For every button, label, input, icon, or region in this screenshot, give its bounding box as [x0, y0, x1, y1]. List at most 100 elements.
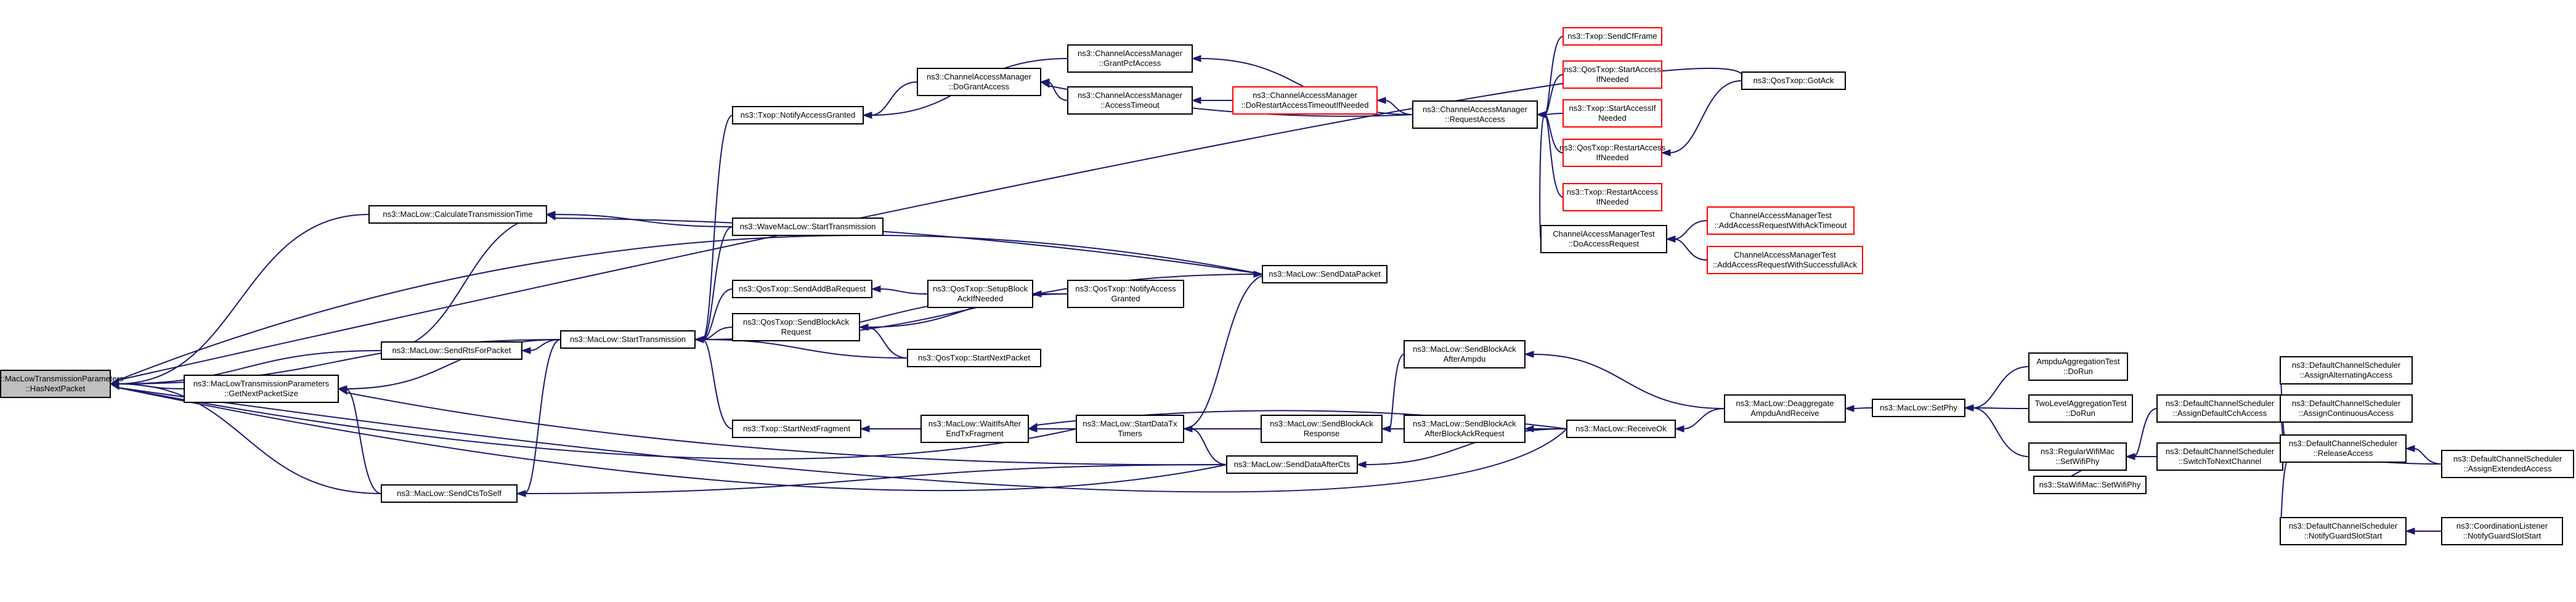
node-sendCtsToSelf[interactable]: ns3::MacLow::SendCtsToSelf	[381, 484, 518, 503]
node-qosGotAck[interactable]: ns3::QosTxop::GotAck	[1741, 71, 1846, 90]
node-label: Response	[1304, 429, 1340, 438]
node-label: ns3::QosTxop::NotifyAccess	[1075, 284, 1176, 293]
node-label: Needed	[1598, 113, 1627, 123]
node-box	[917, 68, 1041, 96]
node-ampduTest[interactable]: AmpduAggregationTest::DoRun	[2028, 352, 2128, 381]
node-label: ::GrantPcfAccess	[1099, 59, 1161, 68]
edge-deaggregate-to-sendBlockAckAfterAmpdu	[1532, 354, 1725, 409]
node-label: ::AddAccessRequestWithAckTimeout	[1715, 221, 1847, 230]
node-label: ns3::MacLow::SendBlockAck	[1413, 419, 1516, 428]
edge-camRequest-to-camDoRestart	[1384, 100, 1413, 115]
node-label: ns3::QosTxop::SendBlockAck	[743, 317, 849, 327]
node-label: ns3::Txop::NotifyAccessGranted	[741, 110, 855, 120]
edge-sendBlockAckAfterAmpdu-to-sendBlockAckResponse	[1389, 354, 1405, 429]
edge-sendDataAfterCts-to-getNextPacketSize	[345, 392, 1227, 466]
node-camTestDoRequest[interactable]: ChannelAccessManagerTest::DoAccessReques…	[1540, 225, 1667, 253]
edge-sendDataPacket-to-root	[117, 234, 1263, 381]
edge-startDataTxTimers-to-sendDataPacket	[1183, 274, 1270, 429]
node-label: IfNeeded	[1596, 153, 1629, 162]
node-label: ns3::ChannelAccessManager	[1253, 91, 1357, 100]
node-camGrantPcf[interactable]: ns3::ChannelAccessManager::GrantPcfAcces…	[1067, 44, 1193, 73]
node-label: ::GetNextPacketSize	[224, 389, 298, 398]
node-dcsRelease[interactable]: ns3::DefaultChannelScheduler::ReleaseAcc…	[2280, 434, 2407, 463]
edge-arrowhead	[1356, 461, 1367, 468]
node-setPhy[interactable]: ns3::MacLow::SetPhy	[1872, 399, 1965, 417]
node-camTestSuccessfulAck[interactable]: ChannelAccessManagerTest::AddAccessReque…	[1707, 246, 1863, 274]
node-waveStartTx[interactable]: ns3::WaveMacLow::StartTransmission	[732, 218, 884, 236]
edge-calcTxTime-to-root	[117, 214, 370, 384]
edge-arrowhead	[1964, 404, 1974, 412]
node-txopNotify[interactable]: ns3::Txop::NotifyAccessGranted	[732, 106, 864, 124]
node-camRequest[interactable]: ns3::ChannelAccessManager::RequestAccess	[1412, 100, 1538, 129]
node-label: ::DoRestartAccessTimeoutIfNeeded	[1241, 100, 1369, 110]
node-label: ns3::QosTxop::SetupBlock	[933, 284, 1028, 293]
node-camDoGrant[interactable]: ns3::ChannelAccessManager::DoGrantAccess	[917, 68, 1041, 96]
node-txopSendCfFrame[interactable]: ns3::Txop::SendCfFrame	[1562, 27, 1662, 46]
node-box	[1262, 265, 1388, 283]
node-dcsAssignAlternating[interactable]: ns3::DefaultChannelScheduler::AssignAlte…	[2280, 356, 2413, 384]
node-label: ns3::CoordinationListener	[2456, 521, 2548, 531]
node-dcsAssignExtended[interactable]: ns3::DefaultChannelScheduler::AssignExte…	[2441, 450, 2574, 478]
node-sendBlockAckAfterReq[interactable]: ns3::MacLow::SendBlockAckAfterBlockAckRe…	[1404, 415, 1526, 443]
node-getNextPacketSize[interactable]: ns3::MacLowTransmissionParameters::GetNe…	[184, 375, 339, 403]
node-camDoRestart[interactable]: ns3::ChannelAccessManager::DoRestartAcce…	[1232, 86, 1378, 115]
node-qosSendAddBa[interactable]: ns3::QosTxop::SendAddBaRequest	[732, 280, 872, 298]
node-box	[560, 330, 696, 349]
edge-arrowhead	[1253, 270, 1264, 278]
node-label: ns3::MacLow::SendDataPacket	[1269, 269, 1381, 279]
node-box	[2028, 394, 2133, 423]
edge-qosStartNextPacket-to-qosSendBlockAckReq	[866, 327, 908, 359]
node-calcTxTime[interactable]: ns3::MacLow::CalculateTransmissionTime	[368, 205, 547, 224]
edge-txopRestartAccess-to-camRequest	[1544, 114, 1564, 198]
edge-arrowhead	[1524, 425, 1534, 433]
node-dcsNotifyGuard[interactable]: ns3::DefaultChannelScheduler::NotifyGuar…	[2280, 517, 2407, 545]
edge-arrowhead	[521, 347, 531, 354]
node-box	[2441, 517, 2563, 545]
node-label: ns3::QosTxop::StartAccess	[1564, 65, 1661, 74]
node-twoLevelTest[interactable]: TwoLevelAggregationTest::DoRun	[2028, 394, 2133, 423]
edge-dcsAssignDefault-to-regularSetWifiPhy	[2133, 408, 2158, 457]
node-box	[732, 218, 884, 236]
node-sendDataAfterCts[interactable]: ns3::MacLow::SendDataAfterCts	[1226, 455, 1358, 474]
node-startTransmission[interactable]: ns3::MacLow::StartTransmission	[560, 330, 696, 349]
node-coordNotifyGuard[interactable]: ns3::CoordinationListener::NotifyGuardSl…	[2441, 517, 2563, 545]
node-qosNotify[interactable]: ns3::QosTxop::NotifyAccessGranted	[1067, 280, 1184, 308]
node-regularSetWifiPhy[interactable]: ns3::RegularWifiMac::SetWifiPhy	[2028, 442, 2127, 471]
node-box	[184, 375, 339, 403]
node-dcsAssignContinuous[interactable]: ns3::DefaultChannelScheduler::AssignCont…	[2280, 394, 2413, 423]
node-dcsSwitch[interactable]: ns3::DefaultChannelScheduler::SwitchToNe…	[2156, 442, 2283, 471]
node-label: ns3::MacLowTransmissionParameters	[0, 374, 124, 383]
node-sendRtsForPacket[interactable]: ns3::MacLow::SendRtsForPacket	[381, 341, 522, 360]
node-box	[2280, 517, 2407, 545]
node-root[interactable]: ns3::MacLowTransmissionParameters::HasNe…	[0, 370, 124, 398]
node-label: ::DoGrantAccess	[949, 82, 1010, 91]
edge-sendDataAfterCts-to-sendCtsToSelf	[524, 464, 1227, 494]
edge-ampduTest-to-setPhy	[1972, 366, 2030, 409]
node-box	[732, 106, 864, 124]
node-dcsAssignDefault[interactable]: ns3::DefaultChannelScheduler::AssignDefa…	[2156, 394, 2283, 423]
node-box	[0, 370, 111, 398]
edge-sendCtsToSelf-to-getNextPacketSize	[345, 388, 382, 494]
node-label: Granted	[1111, 294, 1140, 303]
node-camAccessTimeout[interactable]: ns3::ChannelAccessManager::AccessTimeout	[1067, 86, 1193, 115]
node-box	[732, 280, 872, 298]
node-qosStartNextPacket[interactable]: ns3::QosTxop::StartNextPacket	[907, 349, 1041, 367]
node-box	[1067, 280, 1184, 308]
node-receiveOk[interactable]: ns3::MacLow::ReceiveOk	[1566, 420, 1676, 438]
node-txopStartNextFrag[interactable]: ns3::Txop::StartNextFragment	[732, 420, 861, 438]
node-sendDataPacket[interactable]: ns3::MacLow::SendDataPacket	[1262, 265, 1388, 283]
node-staSetWifiPhy[interactable]: ns3::StaWifiMac::SetWifiPhy	[2033, 476, 2147, 494]
node-box	[2156, 442, 2283, 471]
node-camTestAckTimeout[interactable]: ChannelAccessManagerTest::AddAccessReque…	[1707, 206, 1855, 235]
